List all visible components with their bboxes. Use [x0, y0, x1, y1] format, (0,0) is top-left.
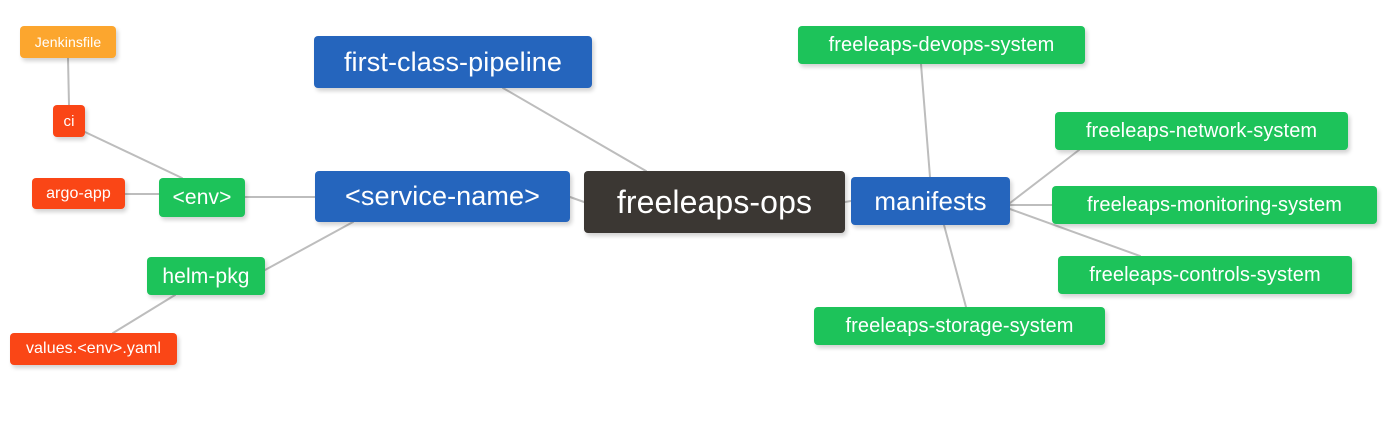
node-freeleaps-controls-system[interactable]: freeleaps-controls-system	[1058, 256, 1352, 294]
node-label: freeleaps-monitoring-system	[1086, 194, 1342, 216]
node-label: freeleaps-network-system	[1085, 120, 1318, 142]
edge-helm-pkg-to-values-env-yaml	[112, 294, 176, 334]
node-first-class-pipeline[interactable]: first-class-pipeline	[314, 36, 592, 88]
node-values-env-yaml[interactable]: values.<env>.yaml	[10, 333, 177, 365]
node-helm-pkg[interactable]: helm-pkg	[147, 257, 265, 295]
edge-freeleaps-ops-to-service-name	[569, 196, 585, 203]
node-label: argo-app	[46, 184, 111, 202]
node-service-name[interactable]: <service-name>	[315, 171, 570, 222]
node-manifests[interactable]: manifests	[851, 177, 1010, 225]
node-label: helm-pkg	[162, 264, 250, 288]
node-freeleaps-monitoring-system[interactable]: freeleaps-monitoring-system	[1052, 186, 1377, 224]
node-env[interactable]: <env>	[159, 178, 245, 217]
edge-manifests-to-freeleaps-devops-system	[920, 63, 931, 178]
node-freeleaps-storage-system[interactable]: freeleaps-storage-system	[814, 307, 1105, 345]
node-label: values.<env>.yaml	[25, 340, 162, 357]
node-label: freeleaps-ops	[616, 184, 813, 220]
node-freeleaps-devops-system[interactable]: freeleaps-devops-system	[798, 26, 1085, 64]
edge-ci-to-jenkinsfile	[67, 57, 70, 106]
edge-service-name-to-helm-pkg	[264, 221, 354, 271]
node-label: ci	[63, 112, 75, 130]
edge-freeleaps-ops-to-first-class-pipeline	[502, 87, 647, 172]
node-ci[interactable]: ci	[53, 105, 85, 137]
node-label: freeleaps-devops-system	[828, 34, 1055, 56]
node-label: <env>	[172, 186, 232, 209]
node-freeleaps-ops[interactable]: freeleaps-ops	[584, 171, 845, 233]
node-label: freeleaps-storage-system	[845, 315, 1074, 337]
node-label: <service-name>	[345, 181, 540, 211]
node-label: Jenkinsfile	[34, 34, 102, 50]
node-label: manifests	[874, 186, 987, 216]
node-freeleaps-network-system[interactable]: freeleaps-network-system	[1055, 112, 1348, 150]
node-label: freeleaps-controls-system	[1089, 264, 1321, 286]
edge-manifests-to-freeleaps-storage-system	[943, 224, 967, 308]
node-argo-app[interactable]: argo-app	[32, 178, 125, 209]
node-label: first-class-pipeline	[343, 46, 563, 77]
edge-env-to-ci	[84, 131, 183, 179]
node-jenkinsfile[interactable]: Jenkinsfile	[20, 26, 116, 58]
